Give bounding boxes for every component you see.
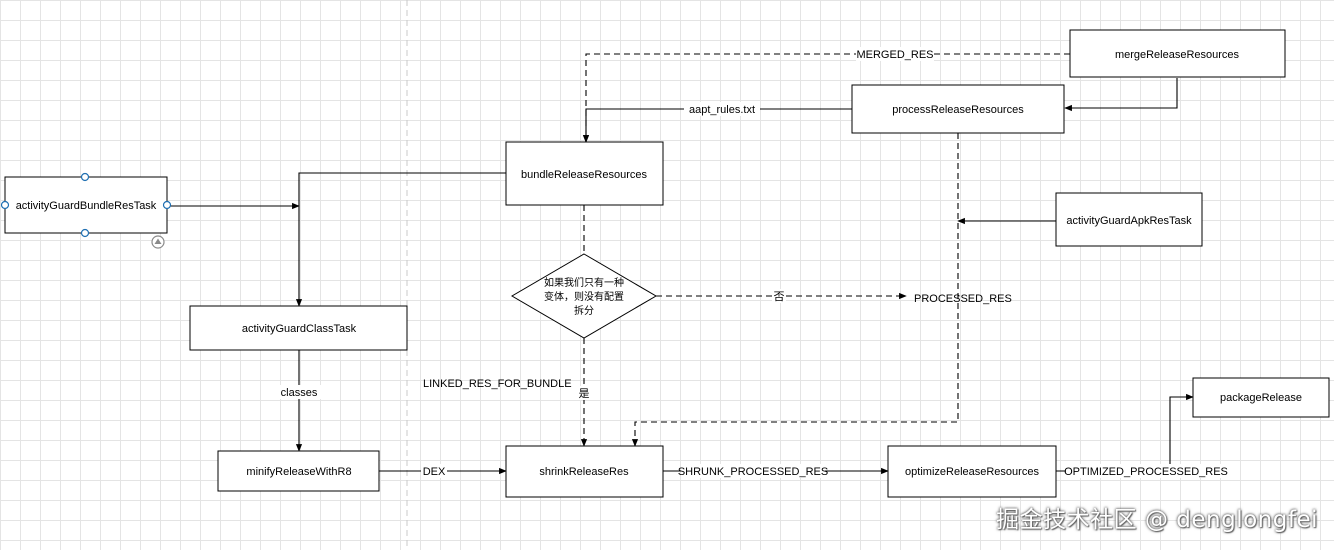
svg-text:bundleReleaseResources: bundleReleaseResources bbox=[521, 169, 647, 181]
svg-text:如果我们只有一种: 如果我们只有一种 bbox=[544, 276, 624, 289]
label-decision-no: 否 bbox=[772, 289, 786, 303]
selection-handle-top[interactable] bbox=[80, 172, 90, 182]
label-processed-res: PROCESSED_RES bbox=[914, 293, 1012, 305]
svg-text:activityGuardClassTask: activityGuardClassTask bbox=[242, 323, 357, 335]
node-package-release[interactable]: packageRelease bbox=[1192, 377, 1330, 418]
svg-text:processReleaseResources: processReleaseResources bbox=[892, 104, 1024, 116]
decision-single-variant[interactable]: 如果我们只有一种 变体，则没有配置 拆分 bbox=[511, 253, 657, 339]
svg-text:LINKED_RES_FOR_BUNDLE: LINKED_RES_FOR_BUNDLE bbox=[423, 378, 572, 390]
label-merged-res: MERGED_RES bbox=[856, 47, 934, 61]
label-aapt-rules: aapt_rules.txt bbox=[684, 102, 760, 116]
svg-text:OPTIMIZED_PROCESSED_RES: OPTIMIZED_PROCESSED_RES bbox=[1064, 466, 1228, 478]
label-dex: DEX bbox=[421, 464, 447, 478]
edge-optimized-processed-res[interactable] bbox=[1056, 393, 1194, 472]
node-activity-guard-bundle-res-task[interactable]: activityGuardBundleResTask bbox=[4, 176, 168, 234]
edge-merge-to-process[interactable] bbox=[1064, 78, 1178, 112]
svg-text:是: 是 bbox=[579, 387, 590, 400]
svg-text:classes: classes bbox=[281, 387, 318, 399]
label-shrunk-processed-res: SHRUNK_PROCESSED_RES bbox=[678, 464, 828, 478]
svg-text:变体，则没有配置: 变体，则没有配置 bbox=[544, 290, 624, 303]
node-activity-guard-apk-res-task[interactable]: activityGuardApkResTask bbox=[1055, 192, 1203, 247]
edge-aapt-rules[interactable] bbox=[582, 108, 852, 143]
svg-text:activityGuardApkResTask: activityGuardApkResTask bbox=[1066, 215, 1192, 227]
label-optimized-processed-res: OPTIMIZED_PROCESSED_RES bbox=[1064, 464, 1228, 478]
svg-text:minifyReleaseWithR8: minifyReleaseWithR8 bbox=[246, 466, 351, 478]
svg-text:否: 否 bbox=[774, 291, 785, 303]
svg-text:aapt_rules.txt: aapt_rules.txt bbox=[689, 104, 755, 116]
svg-text:DEX: DEX bbox=[423, 466, 446, 478]
selection-handle-bottom[interactable] bbox=[80, 228, 90, 238]
node-activity-guard-class-task[interactable]: activityGuardClassTask bbox=[189, 305, 408, 351]
edge-bundle-to-class-task[interactable] bbox=[295, 172, 506, 307]
label-classes: classes bbox=[276, 385, 322, 399]
svg-text:PROCESSED_RES: PROCESSED_RES bbox=[914, 293, 1012, 305]
selection-handle-left[interactable] bbox=[0, 200, 10, 210]
watermark: 掘金技术社区 @ denglongfei bbox=[996, 507, 1318, 533]
rotate-handle-icon[interactable] bbox=[151, 235, 165, 249]
svg-text:拆分: 拆分 bbox=[574, 304, 594, 317]
svg-text:mergeReleaseResources: mergeReleaseResources bbox=[1115, 49, 1240, 61]
edge-processed-res[interactable] bbox=[631, 133, 959, 447]
node-process-release-resources[interactable]: processReleaseResources bbox=[851, 84, 1065, 134]
label-decision-yes: 是 bbox=[577, 386, 591, 400]
node-optimize-release-resources[interactable]: optimizeReleaseResources bbox=[887, 445, 1057, 498]
svg-text:SHRUNK_PROCESSED_RES: SHRUNK_PROCESSED_RES bbox=[678, 466, 828, 478]
svg-text:packageRelease: packageRelease bbox=[1220, 392, 1302, 404]
node-merge-release-resources[interactable]: mergeReleaseResources bbox=[1069, 29, 1286, 78]
label-linked-res-for-bundle: LINKED_RES_FOR_BUNDLE bbox=[423, 378, 572, 390]
node-shrink-release-res[interactable]: shrinkReleaseRes bbox=[505, 445, 664, 498]
svg-text:activityGuardBundleResTask: activityGuardBundleResTask bbox=[16, 200, 157, 212]
selection-handle-right[interactable] bbox=[162, 200, 172, 210]
node-minify-release-with-r8[interactable]: minifyReleaseWithR8 bbox=[217, 450, 380, 492]
svg-text:shrinkReleaseRes: shrinkReleaseRes bbox=[539, 466, 629, 478]
svg-text:optimizeReleaseResources: optimizeReleaseResources bbox=[905, 466, 1039, 478]
svg-text:MERGED_RES: MERGED_RES bbox=[856, 49, 933, 61]
node-bundle-release-resources[interactable]: bundleReleaseResources bbox=[505, 141, 664, 206]
